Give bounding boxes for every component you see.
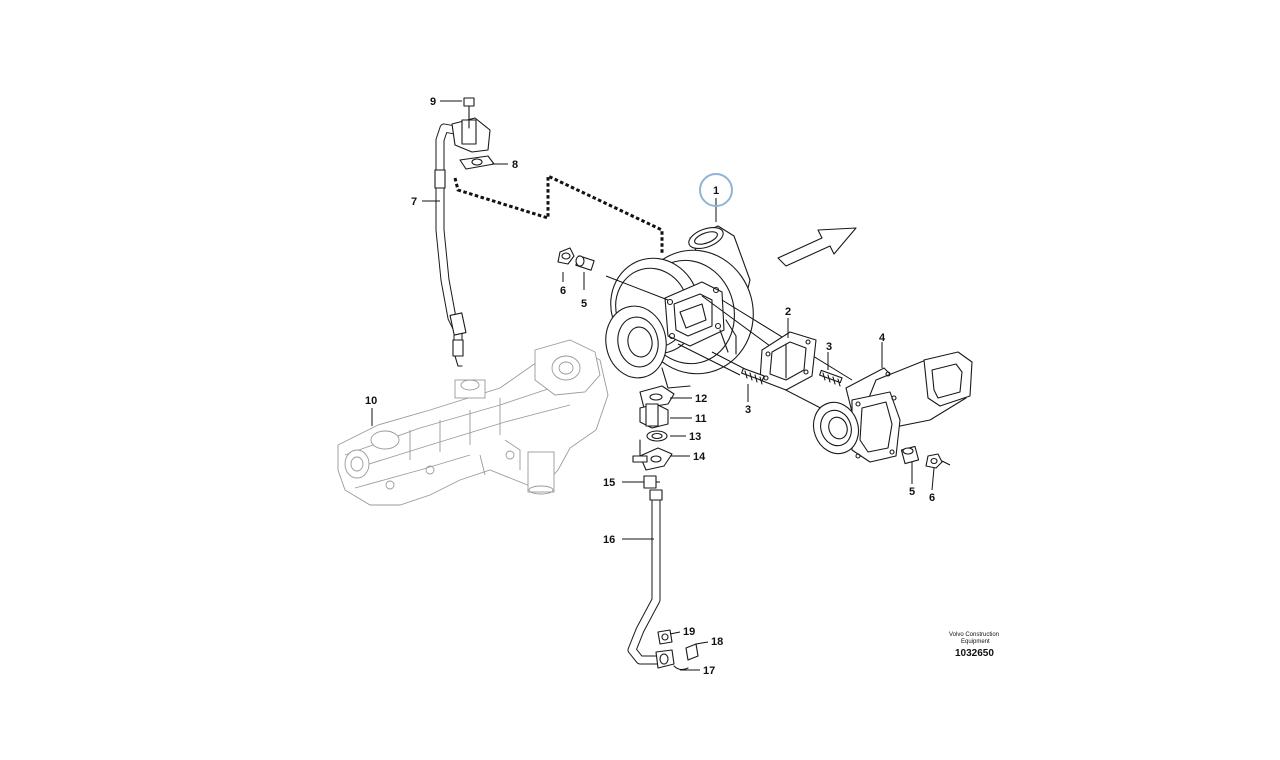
callout-18[interactable]: 18 <box>711 636 723 648</box>
drain-flange-drawing <box>622 385 675 489</box>
turbocharger-drawing <box>605 225 754 389</box>
oil-feed-pipe-drawing <box>434 97 495 367</box>
spacer-and-nut-drawing <box>557 247 951 469</box>
gasket-drawing <box>759 331 817 391</box>
callout-1[interactable]: 1 <box>713 185 719 197</box>
selected-part-highlight <box>699 173 733 207</box>
callout-labels: 1 2 3 3 4 5 5 6 6 7 8 9 10 11 12 13 14 1… <box>365 96 935 677</box>
callout-12[interactable]: 12 <box>695 393 707 405</box>
callout-6[interactable]: 6 <box>929 492 935 504</box>
callout-3[interactable]: 3 <box>745 404 751 416</box>
callout-17[interactable]: 17 <box>703 665 715 677</box>
leader-lines <box>371 100 935 671</box>
callout-16[interactable]: 16 <box>603 534 615 546</box>
callout-4[interactable]: 4 <box>879 332 886 344</box>
callout-19[interactable]: 19 <box>683 626 695 638</box>
manufacturer-credit-line1: Volvo Construction <box>949 632 999 638</box>
callout-3[interactable]: 3 <box>826 341 832 353</box>
callout-5[interactable]: 5 <box>909 486 915 498</box>
callout-8[interactable]: 8 <box>512 159 518 171</box>
connection-dashed-line <box>453 173 664 255</box>
callout-10[interactable]: 10 <box>365 395 377 407</box>
manufacturer-credit-line2: Equipment <box>961 639 990 645</box>
callout-14[interactable]: 14 <box>693 451 706 463</box>
callout-13[interactable]: 13 <box>689 431 701 443</box>
drawing-number: 1032650 <box>955 648 994 659</box>
callout-5[interactable]: 5 <box>581 298 587 310</box>
engine-block-drawing <box>337 339 609 506</box>
callout-15[interactable]: 15 <box>603 477 615 489</box>
oil-drain-pipe-drawing <box>627 489 699 671</box>
exhaust-elbow-drawing <box>812 351 973 463</box>
callout-6[interactable]: 6 <box>560 285 566 297</box>
flow-direction-arrow <box>777 227 857 267</box>
callout-7[interactable]: 7 <box>411 196 417 208</box>
callout-11[interactable]: 11 <box>695 413 707 425</box>
callout-9[interactable]: 9 <box>430 96 436 108</box>
callout-2[interactable]: 2 <box>785 306 791 318</box>
stud-drawing <box>741 367 843 387</box>
